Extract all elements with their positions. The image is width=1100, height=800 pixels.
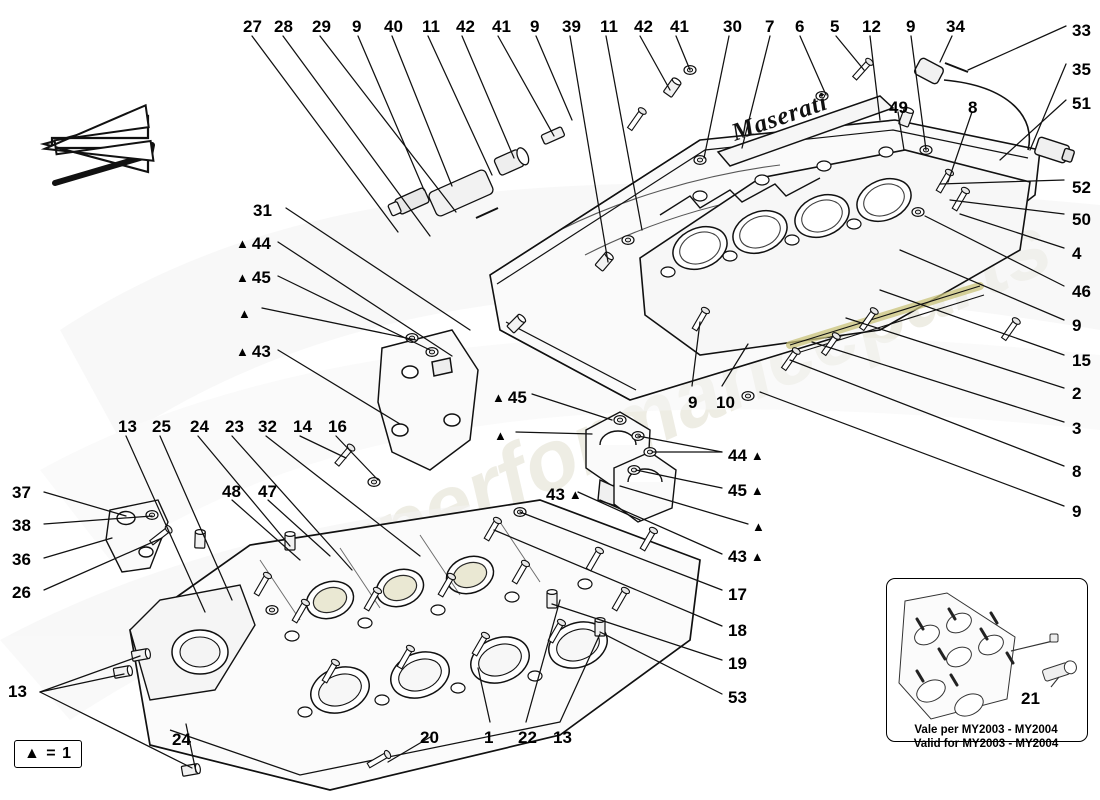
direction-arrow-shape [40, 103, 155, 162]
callout-9-b: 9 [530, 17, 540, 36]
callout-13-a: 13 [118, 417, 137, 436]
callout-9-d: 9 [1072, 316, 1082, 335]
callout-43-a: 43 [236, 343, 271, 360]
callout-53: 53 [728, 688, 747, 707]
bracket-assembly [105, 499, 175, 573]
callout-22: 22 [518, 728, 537, 747]
sensor-harness [914, 57, 1075, 164]
callout-4: 4 [1072, 244, 1082, 263]
callout-52: 52 [1072, 178, 1091, 197]
callout-33: 33 [1072, 21, 1091, 40]
callout-49: 49 [889, 98, 908, 117]
callout-triangle-1: ▲ [238, 306, 251, 321]
callout-24-a: 24 [190, 417, 209, 436]
callout-8-b: 8 [1072, 462, 1082, 481]
callout-45-c: 45 [728, 482, 764, 499]
callout-36: 36 [12, 550, 31, 569]
callout-29: 29 [312, 17, 331, 36]
callout-31: 31 [253, 201, 272, 220]
callout-19: 19 [728, 654, 747, 673]
legend-text: ▲ = 1 [24, 745, 72, 762]
callout-18: 18 [728, 621, 747, 640]
callout-27: 27 [243, 17, 262, 36]
inset-panel [886, 578, 1088, 742]
callout-51: 51 [1072, 94, 1091, 113]
callout-9-c: 9 [906, 17, 916, 36]
callout-10: 10 [716, 393, 735, 412]
callout-25: 25 [152, 417, 171, 436]
callout-26: 26 [12, 583, 31, 602]
leader-lines [39, 25, 1067, 773]
callout-21: 21 [1021, 689, 1040, 708]
callout-41-a: 41 [492, 17, 511, 36]
callout-32: 32 [258, 417, 277, 436]
callout-50: 50 [1072, 210, 1091, 229]
callout-42-a: 42 [456, 17, 475, 36]
callout-42-b: 42 [634, 17, 653, 36]
callout-13-b: 13 [8, 682, 27, 701]
inset-illustration [898, 592, 1077, 720]
inset-caption-en: Valid for MY2003 - MY2004 [913, 737, 1059, 750]
callout-45-a: 45 [236, 269, 271, 286]
callout-41-b: 41 [670, 17, 689, 36]
callout-48: 48 [222, 482, 241, 501]
callout-17: 17 [728, 585, 747, 604]
callout-6: 6 [795, 17, 805, 36]
legend-box: ▲ = 1 [14, 740, 82, 768]
callout-5: 5 [830, 17, 840, 36]
vvt-solenoid-assembly [387, 126, 566, 219]
callout-24-b: 24 [172, 730, 191, 749]
camshaft-bearing-caps [585, 411, 677, 523]
callout-44-a: 44 [236, 235, 271, 252]
callout-43-b: 43 [546, 486, 582, 503]
callout-35: 35 [1072, 60, 1091, 79]
callout-43-c: 43 [728, 548, 764, 565]
callout-7: 7 [765, 17, 775, 36]
callout-9-f: 9 [688, 393, 698, 412]
callout-20: 20 [420, 728, 439, 747]
inset-caption: Vale per MY2003 - MY2004 Valid for MY200… [886, 724, 1086, 751]
callout-12: 12 [862, 17, 881, 36]
callout-37: 37 [12, 483, 31, 502]
callout-39: 39 [562, 17, 581, 36]
callout-47: 47 [258, 482, 277, 501]
callout-1: 1 [484, 728, 494, 747]
cam-carrier [639, 146, 1031, 356]
callout-16: 16 [328, 417, 347, 436]
callout-30: 30 [723, 17, 742, 36]
callout-9-a: 9 [352, 17, 362, 36]
inset-caption-it: Vale per MY2003 - MY2004 [914, 724, 1058, 736]
callout-45-b: 45 [492, 389, 527, 406]
callout-40: 40 [384, 17, 403, 36]
callout-9-e: 9 [1072, 502, 1082, 521]
callout-38: 38 [12, 516, 31, 535]
callout-28: 28 [274, 17, 293, 36]
callout-triangle-3: ▲ [752, 519, 765, 534]
callout-11-b: 11 [600, 17, 618, 36]
callout-2: 2 [1072, 384, 1082, 403]
callout-11-a: 11 [422, 17, 440, 36]
cover-gasket [786, 282, 985, 355]
callout-triangle-2: ▲ [494, 428, 507, 443]
callout-3: 3 [1072, 419, 1082, 438]
callout-14: 14 [293, 417, 312, 436]
callout-46: 46 [1072, 282, 1091, 301]
callout-8-a: 8 [968, 98, 978, 117]
callout-13-c: 13 [553, 728, 572, 747]
callout-15: 15 [1072, 351, 1091, 370]
callout-23: 23 [225, 417, 244, 436]
callout-34: 34 [946, 17, 965, 36]
front-cover-bracket [377, 329, 479, 471]
callout-44-b: 44 [728, 447, 764, 464]
